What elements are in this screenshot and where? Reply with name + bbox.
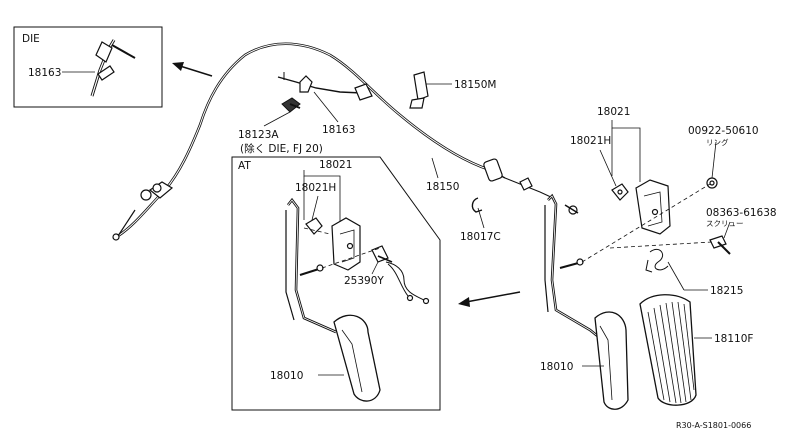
clip-18123A (281, 97, 301, 113)
at-part-labels: 18021 18021H 25390Y 18010 (270, 159, 384, 382)
accelerator-cable (112, 42, 554, 241)
arrow-to-inset (172, 62, 213, 77)
label-18123A: 18123A (238, 129, 279, 141)
label-18021: 18021 (597, 106, 630, 118)
reference-code: R30-A-S1801-0066 (676, 421, 751, 430)
at-inset: AT (231, 156, 441, 411)
label-at-18021: 18021 (319, 159, 352, 171)
die-inset-frame (13, 26, 163, 108)
pedal-assembly-main (544, 193, 697, 410)
label-at-18021H: 18021H (295, 182, 336, 194)
pedal-bracket-18021 (581, 177, 731, 273)
label-18021H: 18021H (570, 135, 611, 147)
label-18163: 18163 (322, 124, 355, 136)
bracket-18150M (409, 71, 429, 109)
cable-bracket-18163 (277, 72, 373, 101)
clip-18017C (471, 197, 483, 213)
label-18017C: 18017C (460, 231, 501, 243)
cable-clip-inset (90, 39, 136, 97)
label-08363-note: スクリュー (706, 219, 744, 228)
label-at-25390Y: 25390Y (344, 275, 384, 287)
label-18150M: 18150M (454, 79, 496, 91)
at-inset-title: AT (238, 160, 251, 172)
label-00922-50610: 00922-50610 (688, 125, 759, 137)
leader-lines (263, 83, 731, 376)
pedal-pad-cover (639, 294, 697, 406)
label-at-18010: 18010 (270, 370, 303, 382)
arrow-to-at (458, 291, 521, 307)
label-18163-inset: 18163 (28, 67, 61, 79)
die-inset-title: DIE (22, 33, 40, 45)
label-18010: 18010 (540, 361, 573, 373)
part-labels: 18150M 18123A (除く DIE, FJ 20) 18163 1815… (238, 79, 777, 373)
label-18150: 18150 (426, 181, 459, 193)
label-00922-note: リング (706, 137, 729, 147)
label-08363-61638: 08363-61638 (706, 207, 777, 219)
at-inset-frame (231, 156, 441, 411)
label-18123A-note: (除く DIE, FJ 20) (240, 142, 323, 155)
die-inset: DIE 18163 (13, 26, 163, 108)
label-18215: 18215 (710, 285, 743, 297)
label-18110F: 18110F (714, 333, 753, 345)
